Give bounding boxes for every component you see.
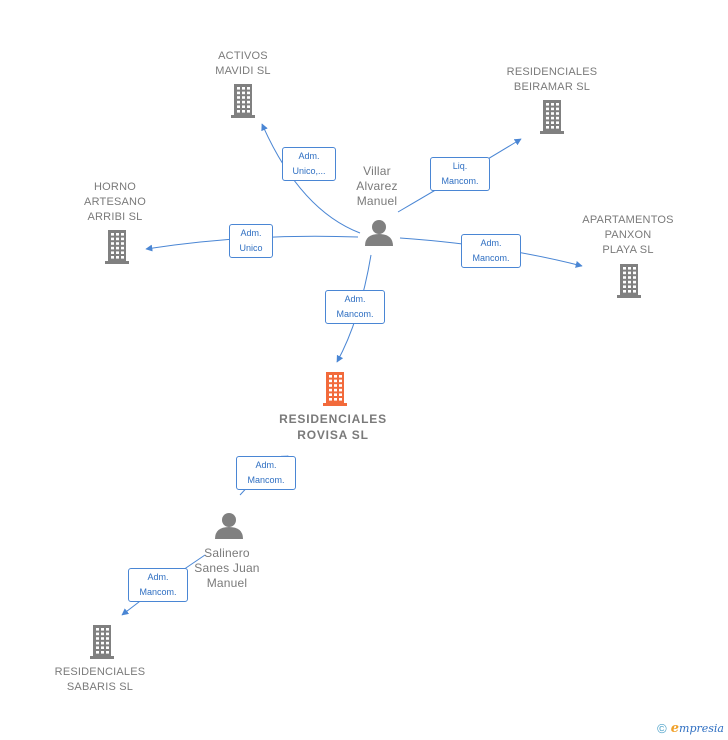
edge-label-salinero-rovisa[interactable]: Adm. Mancom. <box>236 456 296 490</box>
node-label-villar[interactable]: Villar Alvarez Manuel <box>356 164 398 208</box>
villar-person-icon[interactable] <box>365 220 393 246</box>
node-label-beiramar[interactable]: RESIDENCIALES BEIRAMAR SL <box>506 66 598 93</box>
node-label-panxon[interactable]: APARTAMENTOS PANXON PLAYA SL <box>582 214 674 256</box>
footer-brand: © empresia <box>657 721 724 736</box>
node-label-rovisa[interactable]: RESIDENCIALES ROVISA SL <box>279 412 387 442</box>
sabaris-building-icon[interactable] <box>90 625 114 659</box>
edge-label-villar-activos[interactable]: Adm. Unico,... <box>282 147 336 181</box>
panxon-building-icon[interactable] <box>617 264 641 298</box>
node-label-activos[interactable]: ACTIVOS MAVIDI SL <box>215 50 271 77</box>
edge-label-villar-rovisa[interactable]: Adm. Mancom. <box>325 290 385 324</box>
node-label-salinero[interactable]: Salinero Sanes Juan Manuel <box>194 546 260 590</box>
edge-label-villar-horno[interactable]: Adm. Unico <box>229 224 273 258</box>
edge-villar-activos <box>261 123 361 234</box>
node-label-horno[interactable]: HORNO ARTESANO ARRIBI SL <box>84 181 146 223</box>
activos-building-icon[interactable] <box>231 84 255 118</box>
beiramar-building-icon[interactable] <box>540 100 564 134</box>
rovisa-building-icon[interactable] <box>323 372 347 406</box>
brand-logo[interactable]: empresia <box>670 721 724 736</box>
node-label-sabaris[interactable]: RESIDENCIALES SABARIS SL <box>54 666 146 693</box>
edge-label-villar-beiramar[interactable]: Liq. Mancom. <box>430 157 490 191</box>
edge-label-villar-panxon[interactable]: Adm. Mancom. <box>461 234 521 268</box>
horno-building-icon[interactable] <box>105 230 129 264</box>
edge-label-salinero-sabaris[interactable]: Adm. Mancom. <box>128 568 188 602</box>
salinero-person-icon[interactable] <box>215 513 243 539</box>
copyright-icon: © <box>657 721 667 736</box>
